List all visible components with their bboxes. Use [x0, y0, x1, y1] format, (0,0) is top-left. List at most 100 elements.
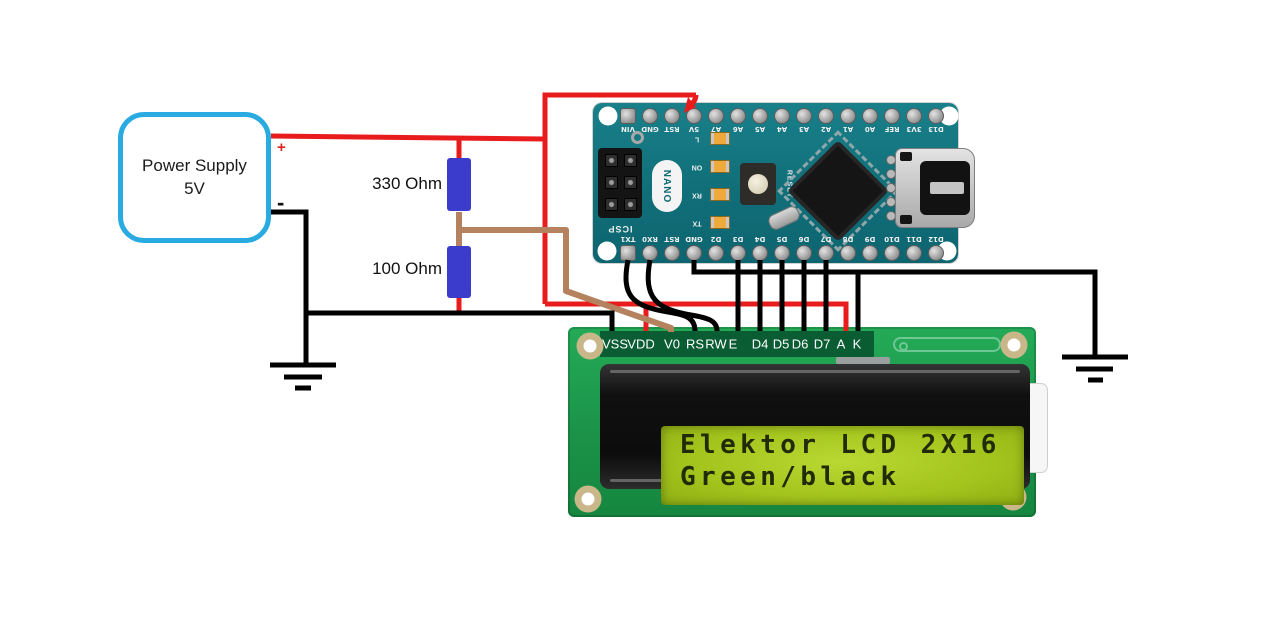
icsp-pin [605, 176, 618, 189]
nano-pad-top-GND [642, 108, 658, 124]
lcd-pin-D7: D7 [813, 336, 831, 352]
power-supply-box: Power Supply 5V [118, 112, 271, 243]
nano-pin-label-top: GND [641, 125, 659, 133]
nano-pin-label-bottom: GND [685, 235, 703, 243]
crystal-oscillator [766, 203, 802, 233]
lcd-screen-line1: Elektor LCD 2X16 [680, 430, 1001, 460]
icsp-label: ICSP [607, 224, 633, 234]
nano-pin-label-bottom: D4 [754, 235, 766, 243]
icsp-pin [605, 154, 618, 167]
nano-pad-top-A1 [840, 108, 856, 124]
wire-5v-from-supply [270, 133, 546, 142]
lcd-pin-D6: D6 [791, 336, 809, 352]
nano-logo-text: NANO [661, 169, 673, 203]
nano-pad-bottom-D7 [818, 245, 834, 261]
lcd-pin-K: K [852, 336, 862, 352]
nano-pad-top-REF [884, 108, 900, 124]
nano-pin-label-top: A4 [776, 125, 788, 133]
nano-pin-label-top: A3 [798, 125, 810, 133]
nano-pad-bottom-D4 [752, 245, 768, 261]
resistor-330-label: 330 Ohm [372, 174, 442, 193]
nano-led-TX [710, 216, 730, 229]
icsp-pin [624, 198, 637, 211]
nano-pad-top-3V3 [906, 108, 922, 124]
nano-pin-label-top: A6 [732, 125, 744, 133]
nano-pin-label-bottom: D8 [842, 235, 854, 243]
nano-pad-bottom-D5 [774, 245, 790, 261]
nano-logo-oval: NANO [652, 160, 682, 212]
minus-terminal-label: - [277, 190, 285, 215]
wire-rx0-to-rw [645, 259, 720, 332]
nano-led-label: L [694, 135, 700, 143]
nano-pad-bottom-RX0 [642, 245, 658, 261]
nano-pin-label-bottom: D6 [798, 235, 810, 243]
nano-pad-bottom-D3 [730, 245, 746, 261]
nano-pin-label-top: REF [884, 125, 900, 133]
bezel-groove [610, 370, 1020, 373]
nano-pad-top-VIN [620, 108, 636, 124]
nano-pin-label-top: D13 [928, 125, 944, 133]
reset-button [740, 163, 776, 205]
mount-hole [574, 485, 602, 513]
lcd-pin-V0: V0 [664, 336, 680, 352]
nano-pin-label-bottom: D2 [710, 235, 722, 243]
lcd-pin-D5: D5 [772, 336, 790, 352]
icsp-header [598, 148, 642, 218]
resistor-330 [447, 158, 471, 211]
nano-pad-bottom-D10 [884, 245, 900, 261]
lcd-pin-E: E [728, 336, 738, 352]
nano-pad-bottom-D12 [928, 245, 944, 261]
nano-pin-label-bottom: D12 [928, 235, 944, 243]
icsp-pin [624, 176, 637, 189]
resistor-100-label: 100 Ohm [372, 259, 442, 278]
pcb-trace [893, 337, 1001, 352]
plus-terminal-label: + [277, 139, 286, 156]
nano-pin-label-top: RST [664, 125, 680, 133]
nano-pin-label-top: A2 [820, 125, 832, 133]
nano-pin-label-bottom: RST [664, 235, 680, 243]
wire-tx1-to-rs [623, 259, 698, 332]
nano-pin-label-bottom: D9 [864, 235, 876, 243]
wire-gnd-from-supply [271, 209, 309, 364]
lcd-pin-VDD: VDD [627, 336, 655, 352]
connector-sliver [836, 357, 890, 364]
lcd-screen: Elektor LCD 2X16 Green/black [661, 426, 1024, 505]
nano-pin-label-top: 3V3 [906, 125, 922, 133]
lcd-bezel: Elektor LCD 2X16 Green/black [600, 364, 1030, 505]
usb-notch [900, 152, 912, 161]
nano-pad-bottom-D6 [796, 245, 812, 261]
nano-pin-label-bottom: D3 [732, 235, 744, 243]
nano-led-ON [710, 160, 730, 173]
power-supply-label: Power Supply [142, 155, 247, 175]
mount-hole [597, 241, 617, 261]
nano-pad-top-A7 [708, 108, 724, 124]
nano-led-label: TX [692, 219, 702, 227]
ground-symbol-right [1062, 354, 1128, 383]
nano-pad-bottom-D8 [840, 245, 856, 261]
mcu-chip [787, 140, 889, 242]
nano-led-RX [710, 188, 730, 201]
mount-hole [576, 332, 604, 360]
icsp-pin [624, 154, 637, 167]
nano-pad-top-A2 [818, 108, 834, 124]
nano-led-label: RX [692, 191, 702, 199]
lcd-pin-D4: D4 [751, 336, 769, 352]
nano-pad-top-D13 [928, 108, 944, 124]
nano-pad-top-A5 [752, 108, 768, 124]
nano-pad-top-5V [686, 108, 702, 124]
nano-pad-bottom-RST [664, 245, 680, 261]
nano-led-label: ON [691, 163, 703, 171]
power-supply-voltage: 5V [184, 178, 205, 198]
lcd-pin-RW: RW [705, 336, 727, 352]
nano-pin-label-bottom: TX1 [620, 235, 636, 243]
resistor-100 [447, 246, 471, 298]
wire-gnd-to-lcd-vss [306, 310, 615, 331]
nano-pad-bottom-GND [686, 245, 702, 261]
nano-pin-label-top: A5 [754, 125, 766, 133]
nano-pad-bottom-TX1 [620, 245, 636, 261]
nano-pin-label-bottom: RX0 [642, 235, 658, 243]
nano-pad-bottom-D2 [708, 245, 724, 261]
mount-hole [598, 106, 618, 126]
